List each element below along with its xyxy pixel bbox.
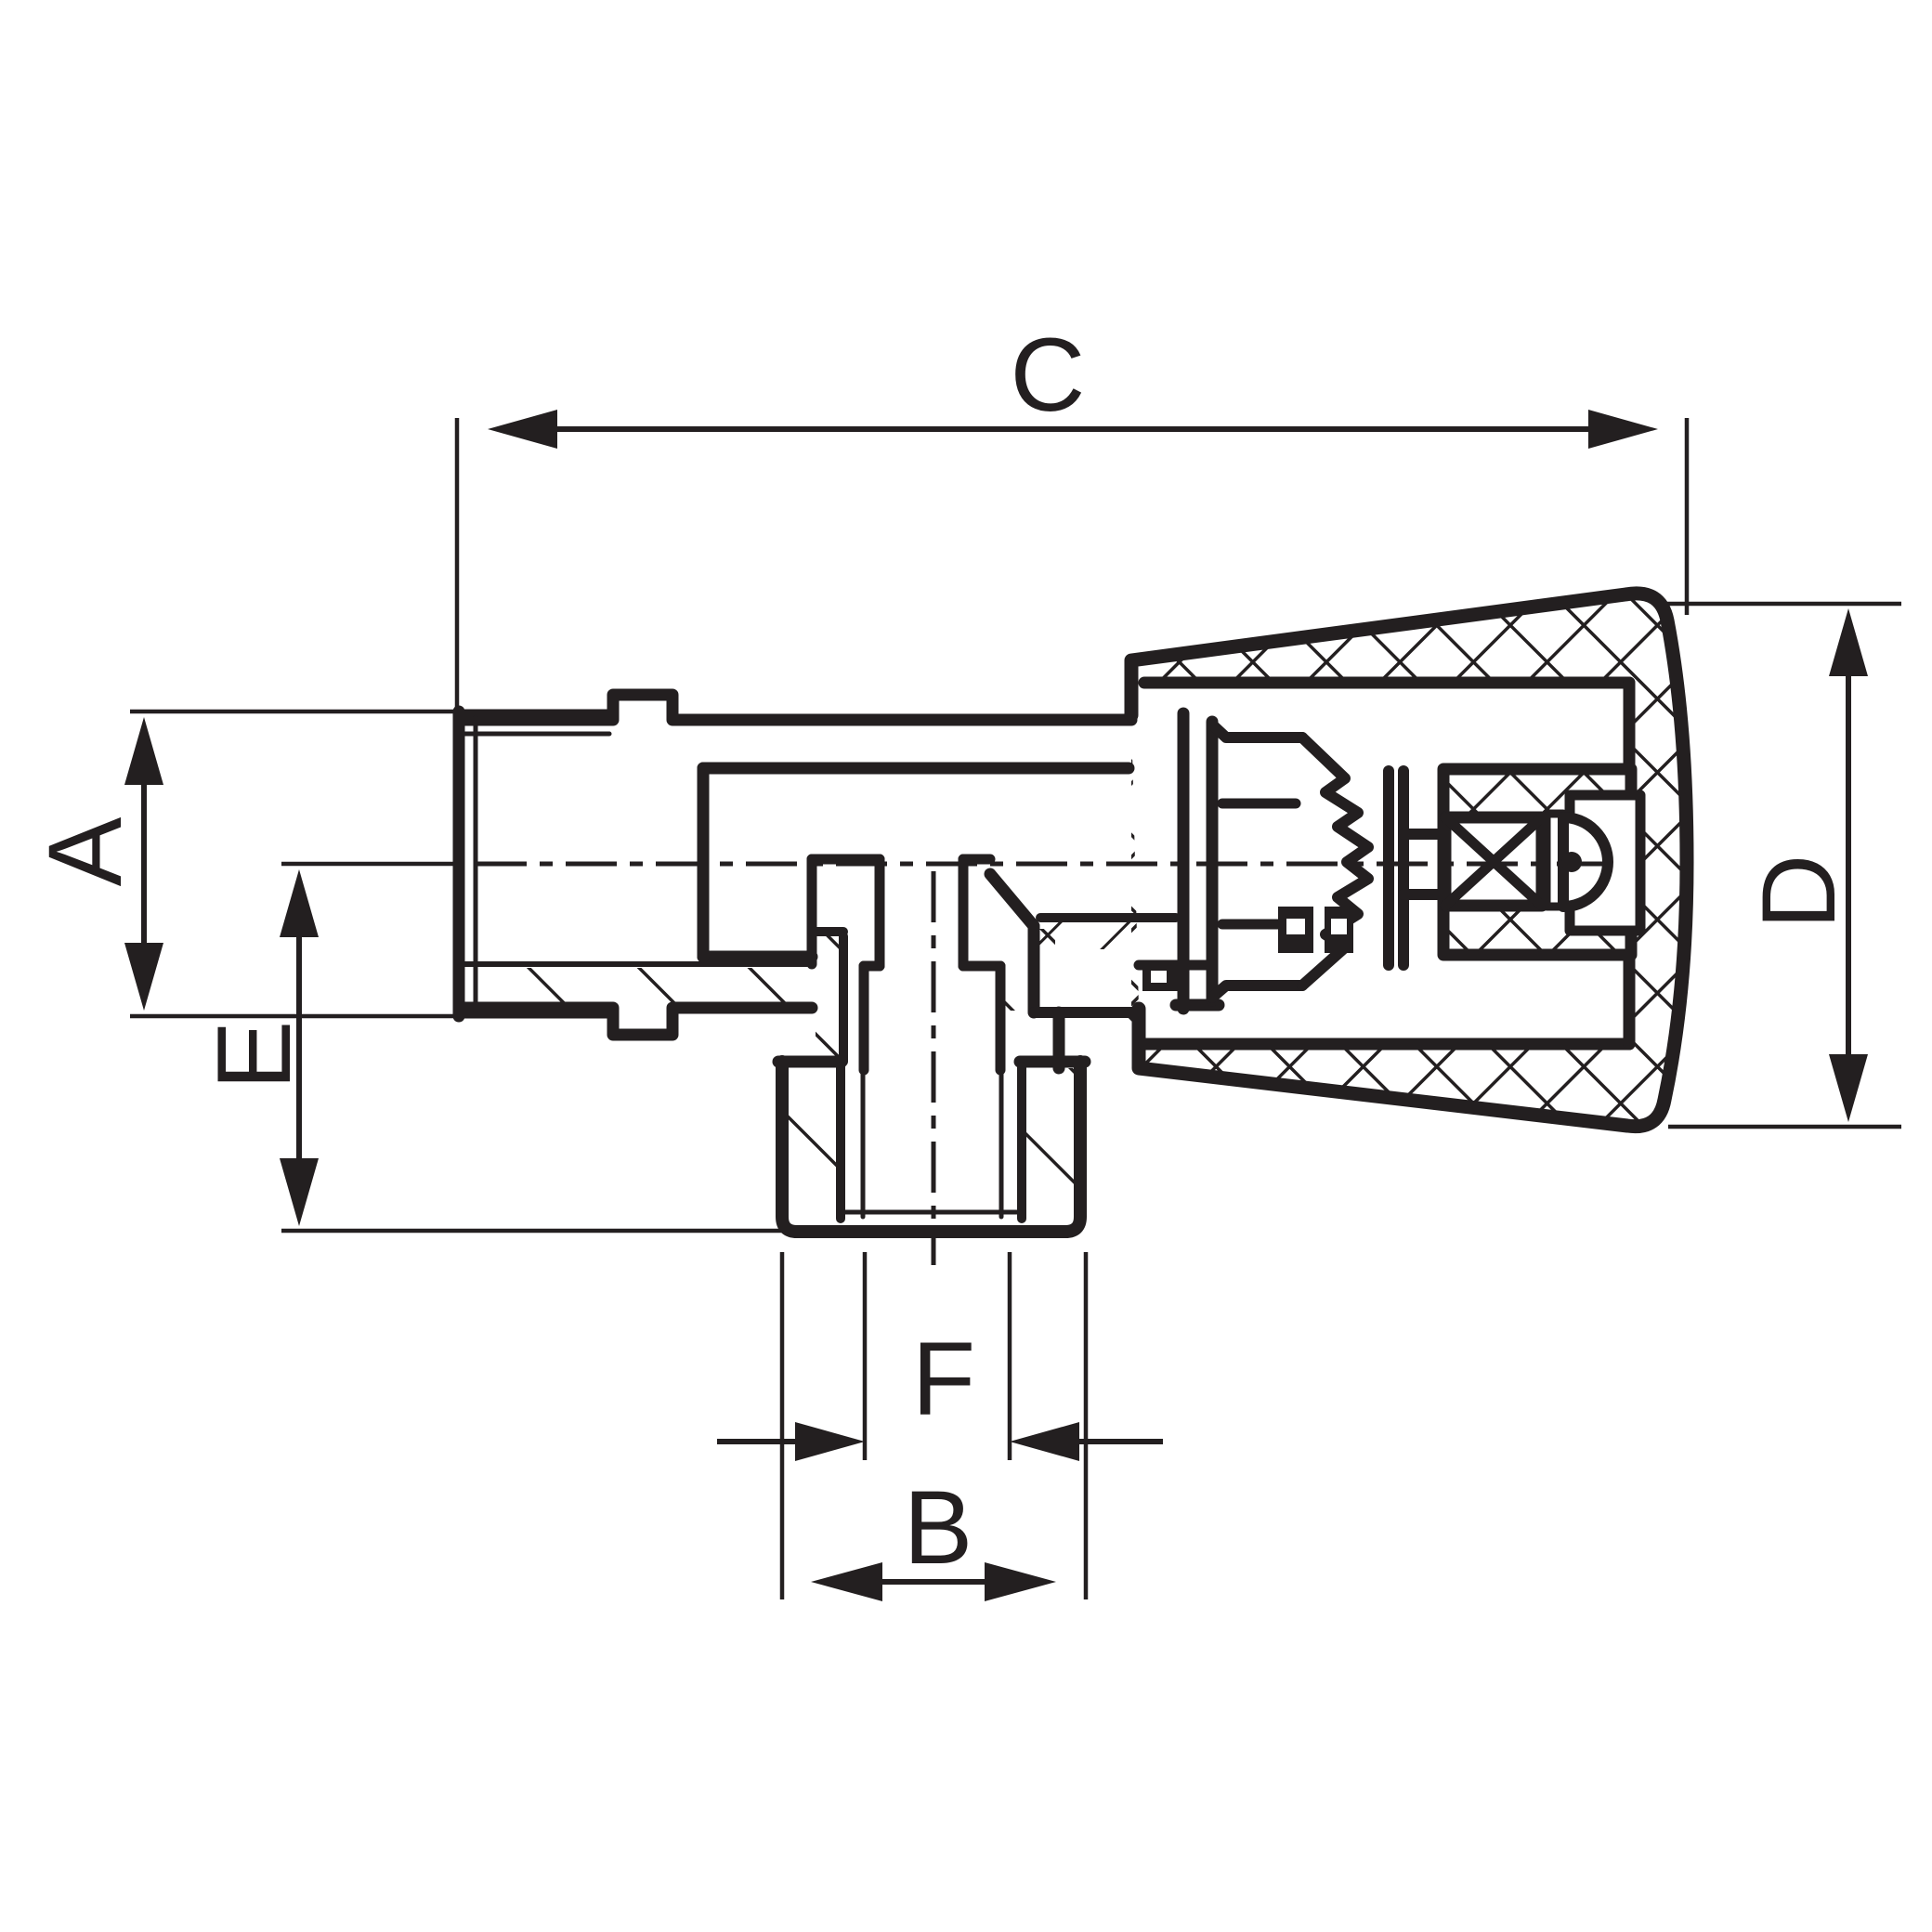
arrowhead-up-icon: [1829, 608, 1868, 676]
arrowhead-left-icon: [488, 410, 557, 449]
nut-right-wall-hatch: [1024, 1068, 1077, 1215]
seal-void: [1286, 919, 1305, 934]
funnel-top: [1207, 719, 1308, 743]
arrowhead-right-icon: [985, 1562, 1056, 1601]
dimension-labels: C A E D F B: [27, 317, 1857, 1586]
arrowhead-left-icon: [1010, 1422, 1079, 1461]
seat-slant: [984, 868, 1040, 933]
funnel-bottom: [1207, 980, 1308, 1003]
arrowhead-down-icon: [1829, 1054, 1868, 1122]
bonnet-and-stem: [1036, 707, 1451, 1015]
dimension-E: [280, 861, 785, 1234]
oring-void: [1151, 971, 1167, 983]
dimension-D: [1655, 601, 1901, 1129]
valve-body: [452, 688, 1451, 1238]
seal-void: [1331, 919, 1347, 934]
internal-bore: [697, 762, 1141, 1076]
dimension-F: [717, 1252, 1163, 1461]
pipe-outline-top: [452, 688, 1138, 726]
arrowhead-up-icon: [124, 717, 163, 785]
label-D: D: [1741, 855, 1857, 930]
label-E: E: [196, 1021, 312, 1090]
label-B: B: [904, 1469, 973, 1586]
nut-left-wall-hatch: [786, 1068, 838, 1215]
packing-seals: [1142, 907, 1353, 991]
arrowhead-down-icon: [280, 1158, 319, 1226]
pipe-wall-hatch: [464, 968, 810, 1007]
label-C: C: [1011, 317, 1086, 433]
arrowhead-left-icon: [811, 1562, 882, 1601]
arrowhead-up-icon: [280, 869, 319, 937]
pipe-outline-bottom: [452, 1001, 818, 1041]
label-A: A: [27, 816, 143, 886]
outlet-left-wall-hatch: [816, 936, 842, 1062]
dimension-C: [454, 410, 1690, 709]
skirt-wedge-hatch: [1090, 1016, 1135, 1063]
dimension-B: [779, 1252, 1089, 1601]
arrowhead-right-icon: [1588, 410, 1658, 449]
handle-outline: [1124, 586, 1694, 1134]
arrowhead-down-icon: [124, 943, 163, 1011]
label-F: F: [912, 1321, 975, 1437]
centerlines: [476, 861, 1603, 1265]
arrowhead-right-icon: [795, 1422, 865, 1461]
dimension-annotations: [124, 410, 1901, 1601]
